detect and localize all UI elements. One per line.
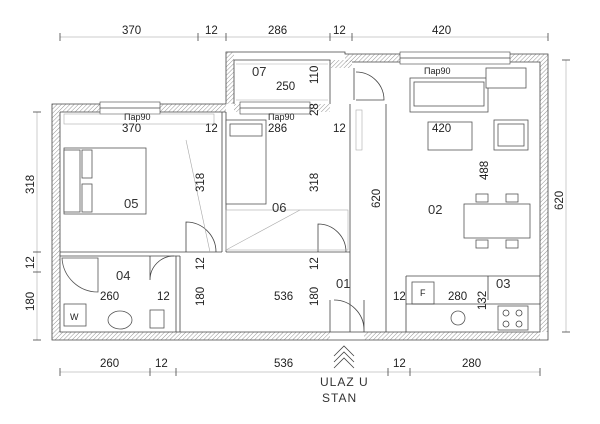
entrance-line-2: STAN	[322, 391, 357, 405]
parapet-label-02: Пар90	[424, 66, 451, 76]
dim-left-1: 318	[25, 175, 37, 194]
dim-room02-height: 620	[371, 189, 383, 208]
dimension-chain-left: 318 12 180	[25, 111, 41, 341]
dim-room04-height: 12	[195, 257, 207, 270]
shower-icon	[61, 257, 99, 293]
fridge-label: F	[420, 288, 426, 298]
entrance-label: ULAZ U STAN	[320, 375, 369, 405]
room-label-01: 01	[336, 276, 350, 291]
dim-room07-gap: 28	[309, 103, 321, 116]
dim-room06-gap: 12	[333, 123, 346, 135]
dim-bottom-3: 536	[274, 358, 293, 370]
room-label-03: 03	[496, 276, 510, 291]
entrance-arrow-icon	[333, 345, 355, 369]
room-label-06: 06	[272, 200, 286, 215]
washer-label: W	[70, 312, 79, 322]
dim-room01-width: 536	[274, 291, 293, 303]
dim-top-5: 420	[432, 25, 451, 37]
dim-room05-height: 318	[195, 173, 207, 192]
walls	[51, 51, 549, 341]
dim-top-3: 286	[268, 25, 287, 37]
stove-icon	[497, 305, 529, 331]
furniture: F W	[61, 63, 540, 369]
dim-bottom-5: 280	[462, 358, 481, 370]
dimension-chain-top: 370 12 286 12 420	[59, 25, 549, 41]
dim-room06-width: 286	[268, 123, 287, 135]
toilet-icon	[107, 310, 133, 330]
dim-room04-gap: 12	[157, 291, 170, 303]
inner-dimensions: 370 12 286 12 420 250 110 28 318 318 620…	[100, 66, 491, 310]
dim-top-1: 370	[122, 25, 141, 37]
dim-room03-height: 132	[477, 291, 489, 310]
dim-room05-width: 370	[122, 123, 141, 135]
bidet-icon	[149, 309, 165, 329]
dim-top-2: 12	[205, 25, 218, 37]
dimension-chain-bottom: 260 12 536 12 280	[59, 358, 541, 376]
parapet-label-05: Пар90	[124, 112, 151, 122]
dim-room07-height: 110	[309, 66, 321, 84]
doors	[149, 71, 385, 332]
dim-left-3: 180	[25, 292, 37, 311]
dim-room03-width: 280	[448, 291, 467, 303]
dim-hall-b: 180	[195, 287, 207, 306]
parapet-labels: Пар90 Пар90 Пар90	[124, 66, 451, 122]
entrance-line-1: ULAZ U	[320, 375, 369, 389]
dim-room05-gap: 12	[205, 123, 218, 135]
dim-room06-height: 318	[309, 173, 321, 192]
washer-icon	[63, 303, 87, 327]
room-labels: 01 02 03 04 05 06 07	[116, 64, 510, 291]
dim-room04-width: 260	[100, 291, 119, 303]
dim-room01-height: 180	[309, 287, 321, 306]
dining-table-icon	[463, 203, 531, 239]
dim-room02-width: 420	[432, 123, 451, 135]
dim-hall-a: 12	[309, 257, 321, 270]
dim-left-2: 12	[25, 256, 37, 269]
dimension-chain-right: 620	[554, 59, 570, 333]
dim-room02-sub: 488	[479, 161, 491, 180]
room-label-07: 07	[252, 64, 266, 79]
dim-bottom-1: 260	[100, 358, 119, 370]
dim-room01-gap: 12	[393, 291, 406, 303]
sink-icon	[450, 310, 466, 326]
dim-bottom-2: 12	[155, 358, 168, 370]
dim-room07-width: 250	[276, 81, 295, 93]
dim-right-1: 620	[554, 191, 566, 210]
room-label-02: 02	[428, 202, 442, 217]
room-label-04: 04	[116, 268, 130, 283]
room-label-05: 05	[124, 196, 138, 211]
dim-bottom-4: 12	[393, 358, 406, 370]
parapet-label-06: Пар90	[268, 112, 295, 122]
dim-top-4: 12	[333, 25, 346, 37]
coffee-table-icon	[427, 121, 473, 151]
